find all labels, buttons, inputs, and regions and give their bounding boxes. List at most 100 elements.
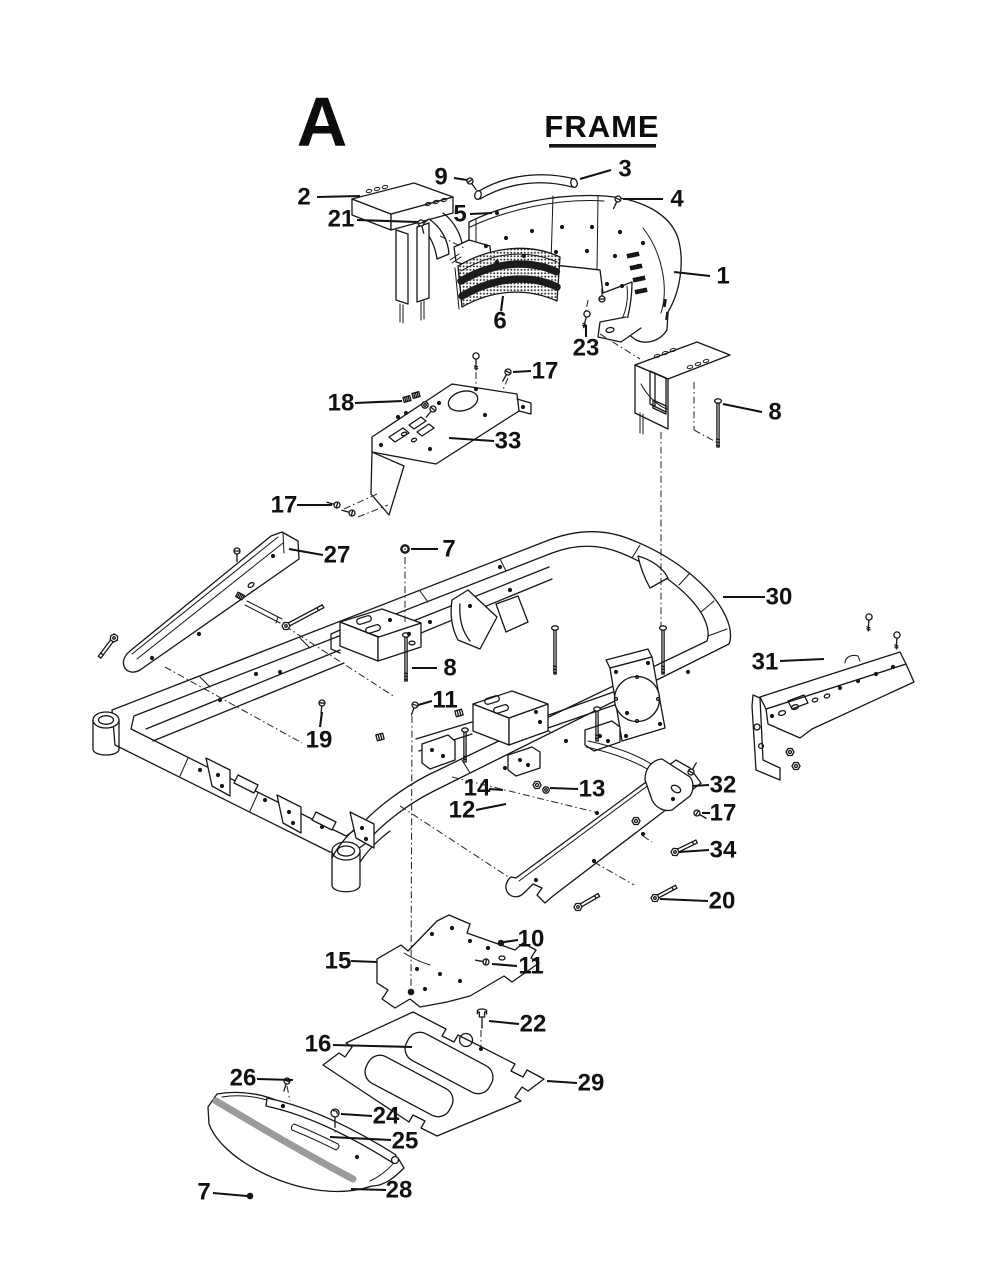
leader-line-18	[354, 399, 403, 405]
dot-icon	[657, 721, 663, 727]
callout-label-21: 21	[328, 206, 355, 233]
bumper-rail	[265, 1097, 400, 1165]
leader-line-25	[329, 1135, 392, 1142]
rodbolt-icon	[95, 632, 120, 661]
leader-line-5	[469, 211, 493, 216]
callout-label-17: 17	[710, 800, 737, 827]
boltmed-icon	[713, 398, 723, 448]
knurl-icon	[402, 395, 412, 403]
dot-icon	[537, 719, 543, 725]
dot-icon	[414, 966, 420, 972]
dot-icon	[497, 564, 503, 570]
dot-icon	[217, 697, 223, 703]
dot-icon	[640, 240, 646, 246]
dot-icon	[855, 678, 861, 684]
dot-icon	[507, 587, 513, 593]
dot-icon	[277, 669, 283, 675]
rodbolt-icon	[572, 890, 602, 913]
dotbig-icon	[497, 939, 505, 947]
part-cover-strip	[474, 174, 578, 200]
part-support-bracket	[751, 651, 915, 781]
boltshort-icon	[472, 352, 480, 371]
leader-line-27	[288, 547, 324, 557]
dot-icon	[589, 224, 595, 230]
caster-socket-left	[92, 711, 120, 756]
sqnut-icon	[375, 732, 385, 742]
dot-icon	[359, 825, 365, 831]
dot-icon	[617, 229, 623, 235]
callout-label-3: 3	[618, 156, 631, 183]
washer-icon	[421, 401, 429, 409]
dot-icon	[422, 986, 428, 992]
knurl-icon	[411, 391, 421, 399]
screw-icon	[340, 506, 357, 518]
leader-line-16	[332, 1043, 413, 1049]
callout-label-13: 13	[579, 776, 606, 803]
leader-line-15	[350, 959, 378, 964]
dot-icon	[594, 810, 600, 816]
dot-icon	[597, 733, 603, 739]
callout-label-30: 30	[766, 584, 793, 611]
dot-icon	[473, 386, 479, 392]
dot-icon	[427, 619, 433, 625]
callout-label-17: 17	[271, 492, 298, 519]
leader-line-8	[722, 402, 763, 414]
dot-icon	[437, 971, 443, 977]
screw-icon	[692, 808, 709, 822]
dot-icon	[623, 733, 629, 739]
dot-icon	[533, 877, 539, 883]
plug-icon	[476, 1008, 488, 1029]
callout-label-7: 7	[442, 536, 455, 563]
dot-icon	[494, 210, 500, 216]
section-letter: A	[297, 83, 348, 161]
callout-label-4: 4	[670, 186, 684, 213]
callout-label-18: 18	[328, 390, 355, 417]
leader-line-34	[678, 848, 710, 854]
leader-line-10	[503, 938, 519, 944]
dot-icon	[149, 655, 155, 661]
dot-icon	[563, 738, 569, 744]
leader-line-19	[318, 711, 324, 728]
caster-socket-front	[331, 819, 391, 893]
leader-line-3	[579, 168, 612, 181]
leader-line-9	[453, 176, 468, 182]
boltshort-icon	[892, 631, 901, 650]
dot-icon	[406, 631, 412, 637]
dot-icon	[533, 709, 539, 715]
callout-label-29: 29	[578, 1070, 605, 1097]
dot-icon	[280, 1103, 286, 1109]
part-mount-plate	[376, 914, 540, 1009]
callout-label-23: 23	[573, 335, 600, 362]
dot-icon	[521, 253, 527, 259]
callout-label-6: 6	[493, 308, 506, 335]
callout-label-17: 17	[532, 358, 559, 385]
part-floor-panel	[322, 1011, 545, 1137]
rodbolt-icon	[669, 837, 699, 858]
rodboltlong-icon	[280, 602, 326, 632]
dot-icon	[354, 1154, 360, 1160]
part-main-frame-weldment	[92, 531, 732, 893]
callout-label-32: 32	[710, 772, 737, 799]
callout-label-16: 16	[305, 1031, 332, 1058]
leader-line-13	[549, 786, 579, 791]
part-mount-bracket-right	[634, 341, 731, 435]
boltshort-icon	[864, 613, 873, 632]
dot-icon	[378, 442, 384, 448]
screw-icon	[233, 547, 241, 563]
dot-icon	[604, 281, 610, 287]
screw-icon	[499, 367, 513, 384]
part-brace-plate	[505, 740, 702, 904]
callout-label-20: 20	[709, 888, 736, 915]
callout-label-19: 19	[306, 727, 333, 754]
leader-line-17	[512, 369, 532, 374]
screw-icon	[465, 176, 480, 192]
dot-icon	[467, 603, 473, 609]
dot-icon	[584, 248, 590, 254]
callout-label-7: 7	[197, 1179, 210, 1206]
dot-icon	[387, 617, 393, 623]
part-mount-bracket-left	[351, 182, 464, 324]
callout-label-14: 14	[464, 775, 491, 802]
dot-icon	[503, 235, 509, 241]
dot-icon	[624, 710, 630, 716]
